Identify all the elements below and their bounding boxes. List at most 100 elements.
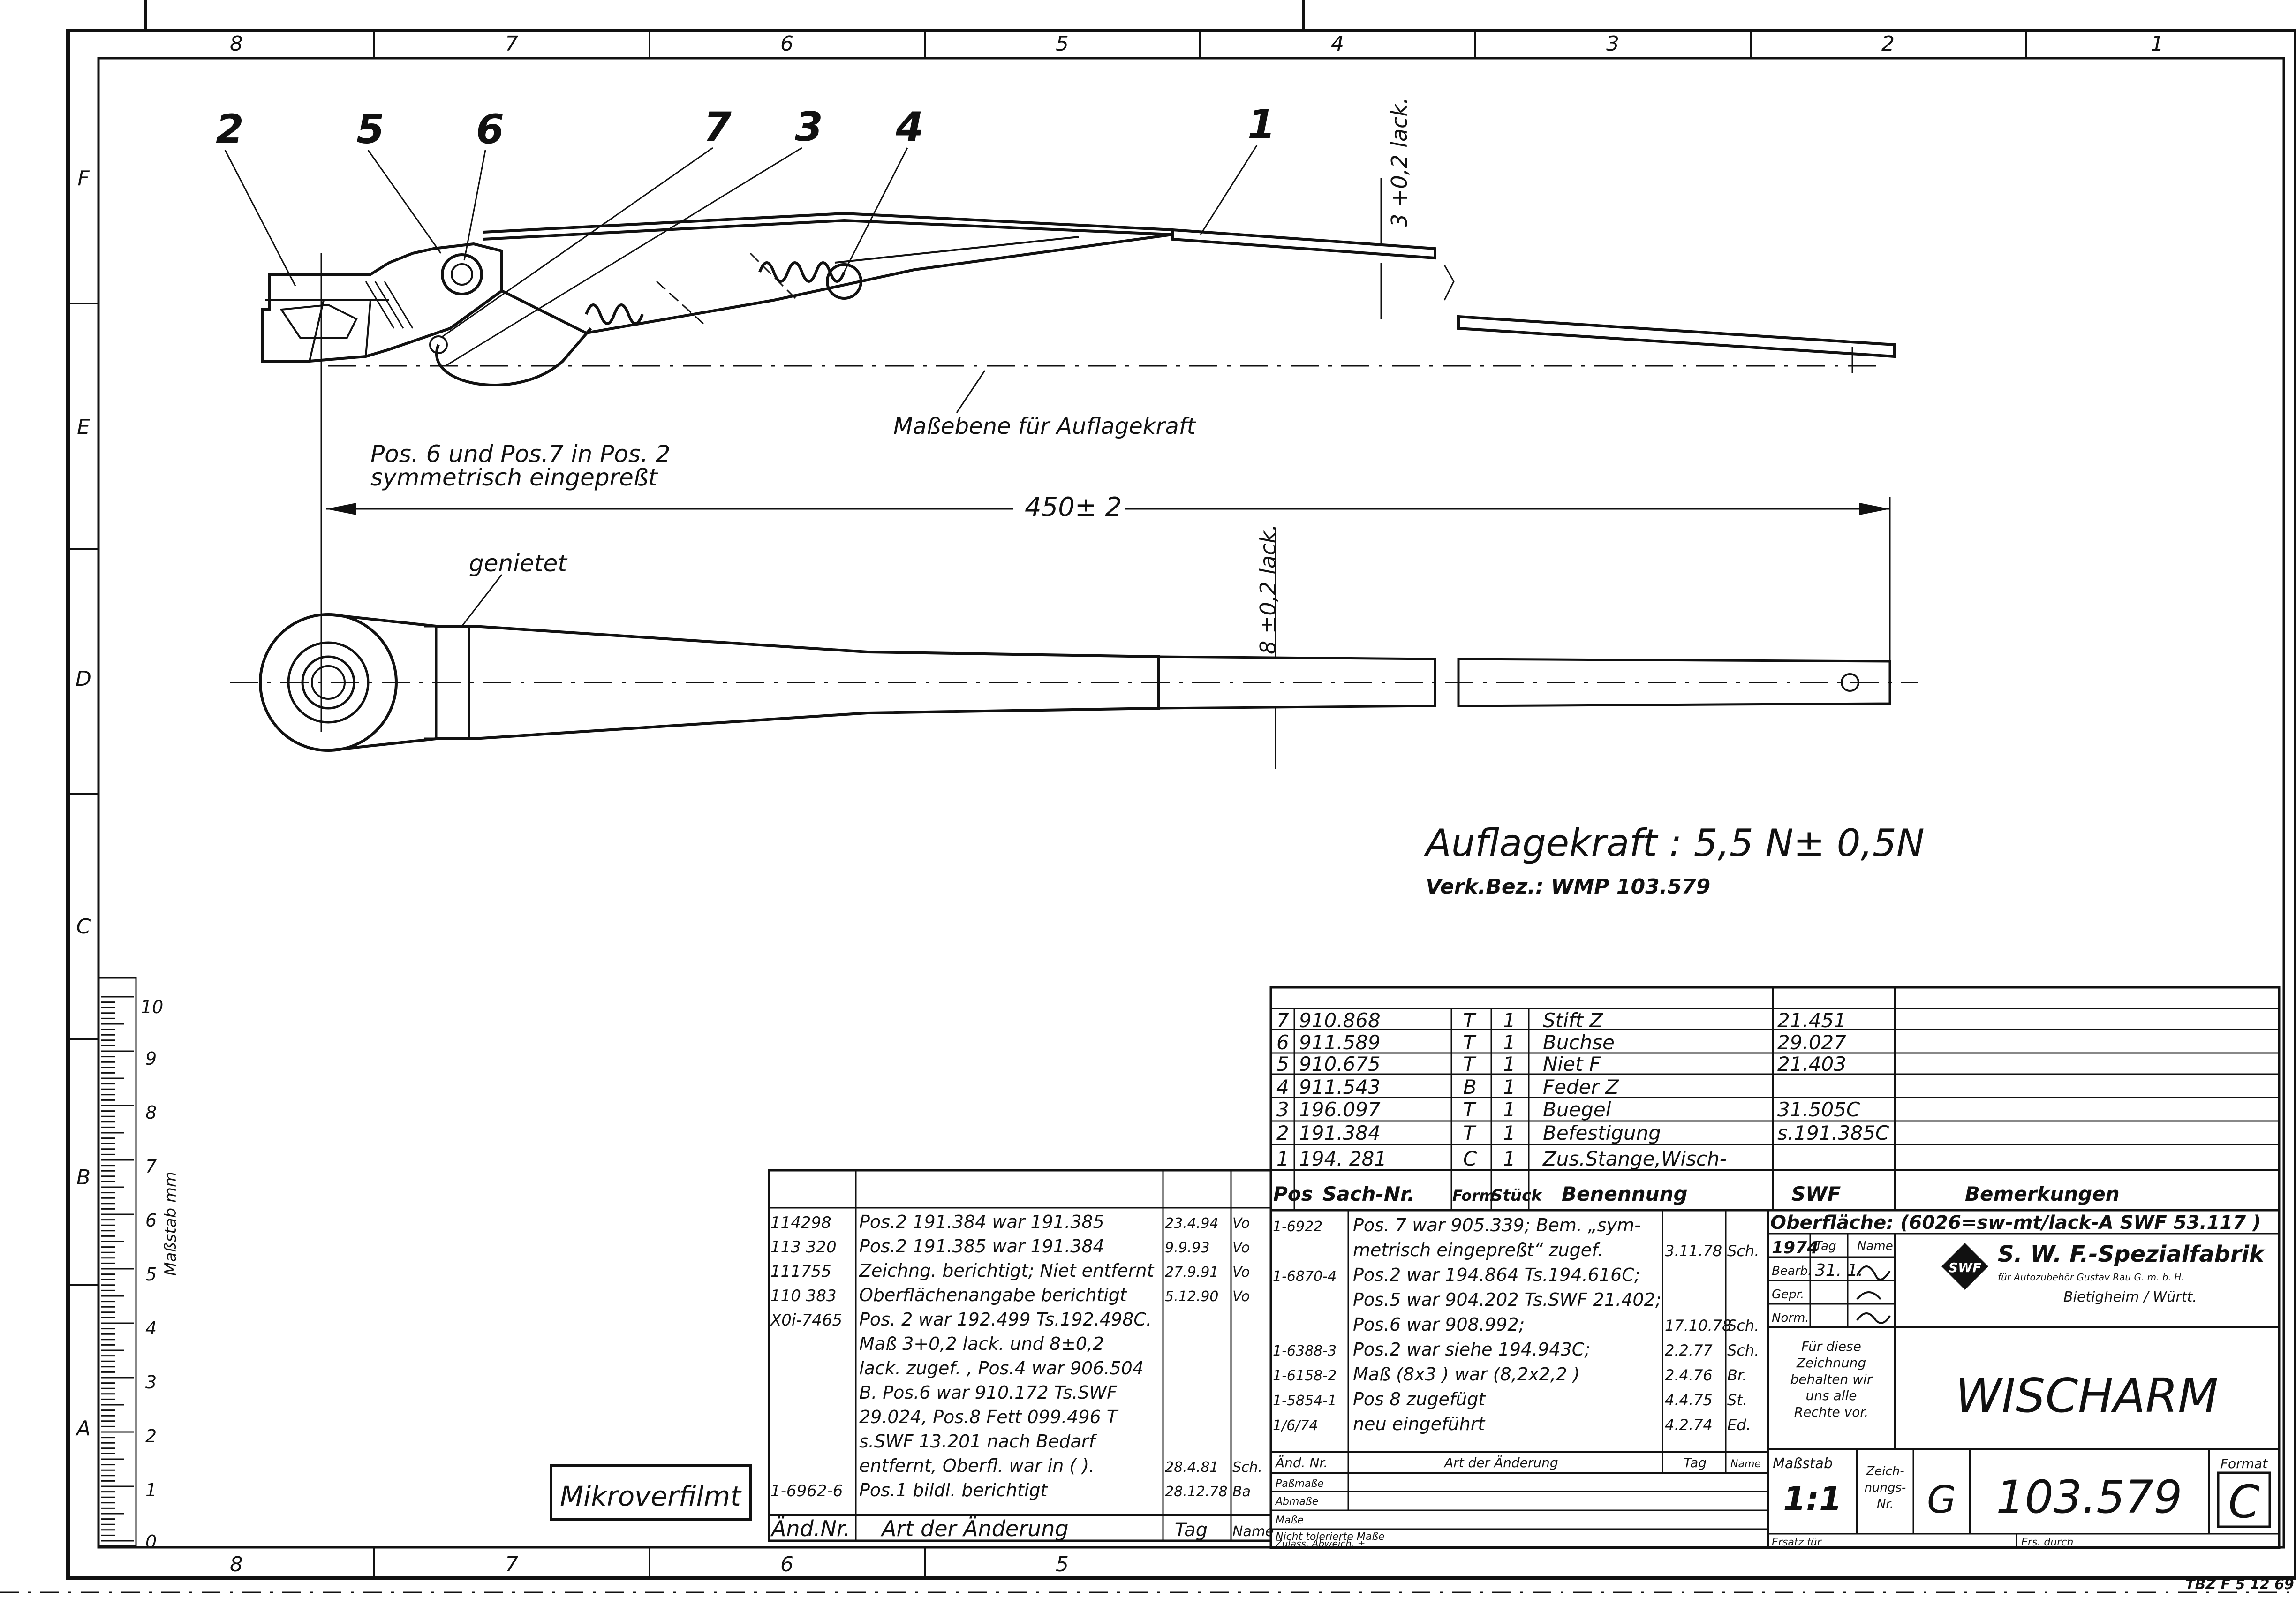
parts-cell: 1 [1503,1098,1516,1121]
zone-col-7: 7 [505,32,518,56]
microfilm-stamp: Mikroverfilmt [560,1480,742,1512]
change-left-footer-tag: Tag [1175,1519,1208,1541]
rights-5: Rechte vor. [1794,1404,1868,1420]
zone-col-1: 1 [2151,32,2164,56]
parts-cell: 191.384 [1299,1121,1381,1144]
change-left-cell: Vo [1232,1288,1250,1305]
parts-cell: 21.403 [1777,1053,1846,1076]
zone-row-B: B [76,1166,91,1189]
parts-cell: 1 [1503,1031,1516,1054]
change-left-cell: Pos.2 191.384 war 191.385 [859,1212,1104,1232]
rights-1: Für diese [1801,1339,1861,1354]
change-mid-cell: 3.11.78 [1665,1242,1722,1260]
zone-col-3: 3 [1606,32,1619,56]
zone-row-E: E [77,415,90,439]
zone-col-8: 8 [230,32,243,56]
top-zone-dividers [373,30,2027,58]
change-left-cell: 5.12.90 [1165,1288,1219,1305]
parts-header-stueck: Stück [1491,1186,1543,1205]
rights-2: Zeichnung [1796,1355,1866,1371]
parts-cell: T [1463,1009,1477,1032]
signatures [1856,1265,1891,1324]
bearb-label: Bearb. [1772,1264,1812,1278]
format-value: C [2228,1476,2259,1528]
scale-tick-10: 10 [141,997,163,1017]
press-note-line1: Pos. 6 und Pos.7 in Pos. 2 [370,440,671,468]
scale-label: Maßstab [1773,1455,1833,1472]
change-mid-cell: 1-6922 [1273,1219,1322,1235]
change-mid-cell: Maß (8x3 ) war (8,2x2,2 ) [1353,1364,1580,1385]
change-left-cell: Vo [1232,1264,1250,1280]
change-left-cell: B. Pos.6 war 910.172 Ts.SWF [859,1382,1118,1403]
change-left-cell: entfernt, Oberfl. war in ( ). [859,1455,1095,1476]
parts-cell: Stift Z [1543,1009,1603,1032]
zone-col-6: 6 [780,32,793,56]
scale-tick-6: 6 [145,1210,157,1231]
change-left-cell: 27.9.91 [1165,1264,1219,1280]
length-dimension: 450± 2 [326,492,1891,694]
label-masse: Maße [1276,1515,1304,1526]
zone-col-7-bottom: 7 [505,1553,518,1576]
zone-row-C: C [76,915,91,939]
zone-row-A: A [75,1417,91,1440]
parts-cell: Feder Z [1543,1076,1619,1098]
change-mid-footer-name: Name [1730,1458,1761,1470]
scale-tick-3: 3 [145,1372,157,1393]
label-nicht-toleriert: Nicht tolerierte Maße [1276,1531,1385,1543]
scale-value: 1:1 [1783,1480,1842,1518]
replacement-label: Ersatz für [1772,1537,1822,1548]
year: 1974 [1772,1238,1819,1258]
parts-cell: 196.097 [1299,1098,1381,1121]
parts-cell: 194. 281 [1299,1147,1387,1170]
change-mid-cell: 4.2.74 [1665,1416,1713,1434]
drawing-number: 103.579 [1996,1471,2183,1523]
label-zulass-abweich: Zulass. Abweich. ± [1275,1538,1365,1549]
parts-header-bemerkungen: Bemerkungen [1965,1182,2120,1205]
balloon-1: 1 [1247,101,1276,148]
parts-cell: 911.589 [1299,1031,1381,1054]
change-left-cell: 9.9.93 [1165,1240,1209,1256]
zone-col-8-bottom: 8 [230,1553,243,1576]
parts-header-sachnr: Sach-Nr. [1322,1182,1415,1205]
rights-4: uns alle [1806,1388,1857,1403]
measure-plane-label: Maßebene für Auflagekraft [893,413,1197,439]
parts-cell: 4 [1276,1076,1289,1098]
change-mid-cell: metrisch eingepreßt“ zugef. [1353,1240,1603,1260]
format-label: Format [2220,1456,2268,1471]
change-left-cell: Pos. 2 war 192.499 Ts.192.498C. [859,1309,1152,1330]
change-mid-cell: 4.4.75 [1665,1391,1713,1409]
tag-label: Tag [1815,1239,1836,1253]
drawing-no-label-2: nungs- [1865,1481,1906,1495]
change-left-cell: 1-6962-6 [770,1482,843,1500]
change-mid-cell: Pos.2 war 194.864 Ts.194.616C; [1353,1265,1640,1285]
change-mid-footer-tag: Tag [1684,1455,1707,1470]
change-left-cell: 28.12.78 [1165,1484,1228,1500]
parts-cell: T [1463,1053,1477,1076]
change-mid-footer-nr: Änd. Nr. [1275,1455,1328,1470]
zone-row-D: D [76,667,91,691]
change-mid-cell: 17.10.78 [1665,1317,1732,1334]
change-mid-cell: 1-6388-3 [1273,1343,1337,1359]
parts-cell: 3 [1276,1098,1289,1121]
company-city: Bietigheim / Württ. [2063,1289,2197,1305]
change-left-cell: Vo [1232,1240,1250,1256]
parts-cell: 911.543 [1299,1076,1381,1098]
parts-cell: C [1463,1147,1477,1170]
change-left-footer-nr: Änd.Nr. [770,1516,850,1541]
drawing-title: WISCHARM [1955,1368,2218,1423]
balloon-4: 4 [895,104,924,151]
change-left-footer-art: Art der Änderung [880,1516,1069,1541]
parts-cell: 1 [1276,1147,1289,1170]
change-left-cell: Vo [1232,1215,1250,1232]
drawing-no-label-1: Zeich- [1866,1464,1904,1478]
change-mid-cell: 1/6/74 [1273,1417,1318,1434]
swf-logo-text: SWF [1949,1260,1981,1275]
zone-col-5-bottom: 5 [1056,1553,1069,1576]
scale-title: Maßstab mm [161,1172,180,1276]
parts-header-pos: Pos [1273,1182,1313,1205]
change-left-cell: 110 383 [770,1287,837,1305]
